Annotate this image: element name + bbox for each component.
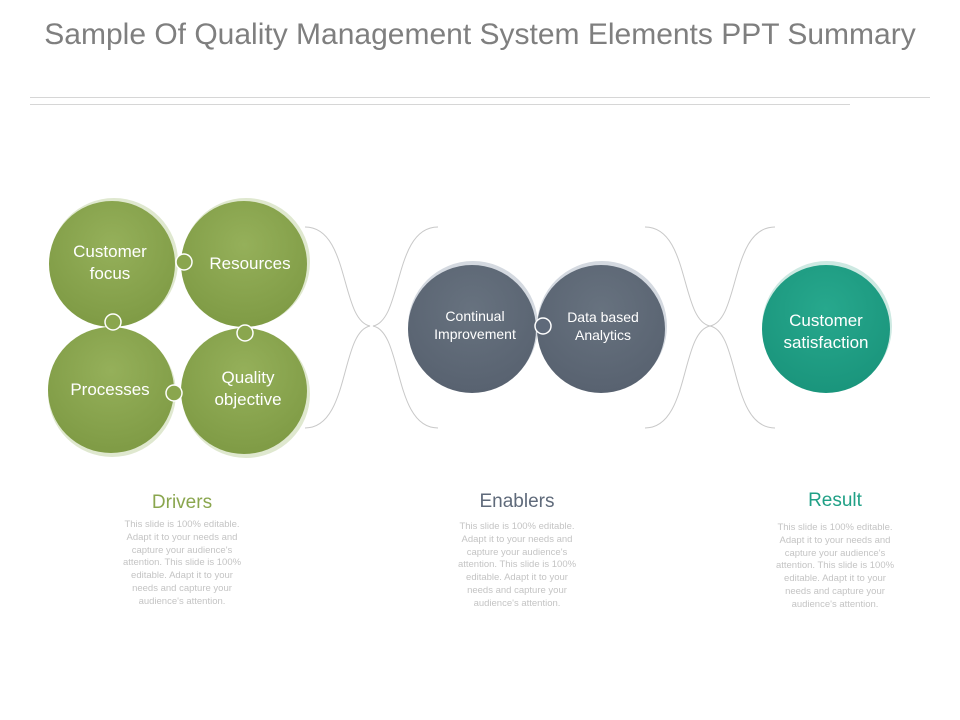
continual-improvement-circle <box>408 265 536 393</box>
drivers-text: This slide is 100% editable. Adapt it to… <box>122 519 242 607</box>
customer-focus-circle <box>49 201 175 327</box>
drivers-heading: Drivers <box>151 492 213 513</box>
continual-improvement-label: Continual Improvement <box>434 307 516 342</box>
quality-objective-label: Quality objective <box>214 367 282 409</box>
brackets <box>304 226 776 429</box>
processes-label: Processes <box>70 379 150 399</box>
title-rule-bottom <box>30 104 850 105</box>
connector-right <box>236 324 254 342</box>
customer-satisfaction-label: Customer satisfaction <box>783 310 869 352</box>
connector-bottom <box>165 384 183 402</box>
result-text: This slide is 100% editable. Adapt it to… <box>775 522 895 610</box>
enabler-circles <box>408 261 667 393</box>
data-analytics-circle <box>537 265 665 393</box>
enablers-heading: Enablers <box>479 491 555 512</box>
bracket-2 <box>372 226 439 429</box>
result-circles <box>762 261 892 393</box>
resources-circle <box>181 201 307 327</box>
result-heading: Result <box>808 490 862 511</box>
connector-enablers <box>534 317 552 335</box>
customer-satisfaction-circle <box>762 265 890 393</box>
quality-objective-circle <box>181 328 307 454</box>
driver-circles <box>48 198 310 458</box>
slide-title: Sample Of Quality Management System Elem… <box>44 18 916 51</box>
customer-focus-label: Customer focus <box>73 241 147 283</box>
connector-top <box>175 253 193 271</box>
bracket-4 <box>709 226 776 429</box>
connector-left <box>104 313 122 331</box>
resources-label: Resources <box>209 253 291 273</box>
enablers-text: This slide is 100% editable. Adapt it to… <box>457 521 577 609</box>
bracket-1 <box>304 226 371 429</box>
data-analytics-label: Data based Analytics <box>567 308 639 343</box>
title-rule-top <box>30 97 930 98</box>
processes-circle <box>48 327 174 453</box>
